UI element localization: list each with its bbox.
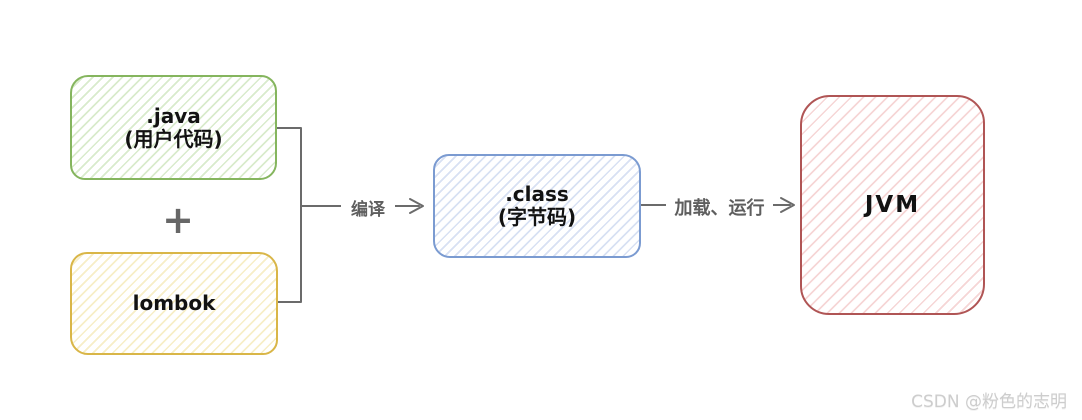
run-arrowhead-icon	[780, 197, 795, 213]
jvm-box-label: JVM	[864, 191, 921, 218]
node-java-box: .java (用户代码)	[70, 75, 277, 180]
class-box-label-line1: .class	[505, 182, 569, 206]
plus-icon: +	[162, 198, 194, 242]
bracket-connector	[276, 127, 302, 303]
node-lombok-box: lombok	[70, 252, 278, 355]
java-box-label-line2: (用户代码)	[124, 126, 223, 151]
node-class-box: .class (字节码)	[433, 154, 641, 258]
node-jvm-box: JVM	[800, 95, 985, 315]
watermark-text: CSDN @粉色的志明	[911, 392, 1067, 412]
compile-arrowhead-icon	[409, 198, 424, 214]
java-box-label: .java (用户代码)	[124, 103, 223, 151]
compile-edge-label: 编译	[341, 195, 395, 220]
java-box-label-line1: .java	[146, 103, 201, 128]
run-edge-label: 加载、运行	[666, 194, 773, 220]
class-box-label-line2: (字节码)	[497, 205, 577, 229]
class-box-label: .class (字节码)	[498, 183, 576, 229]
lombok-box-label: lombok	[132, 291, 216, 315]
